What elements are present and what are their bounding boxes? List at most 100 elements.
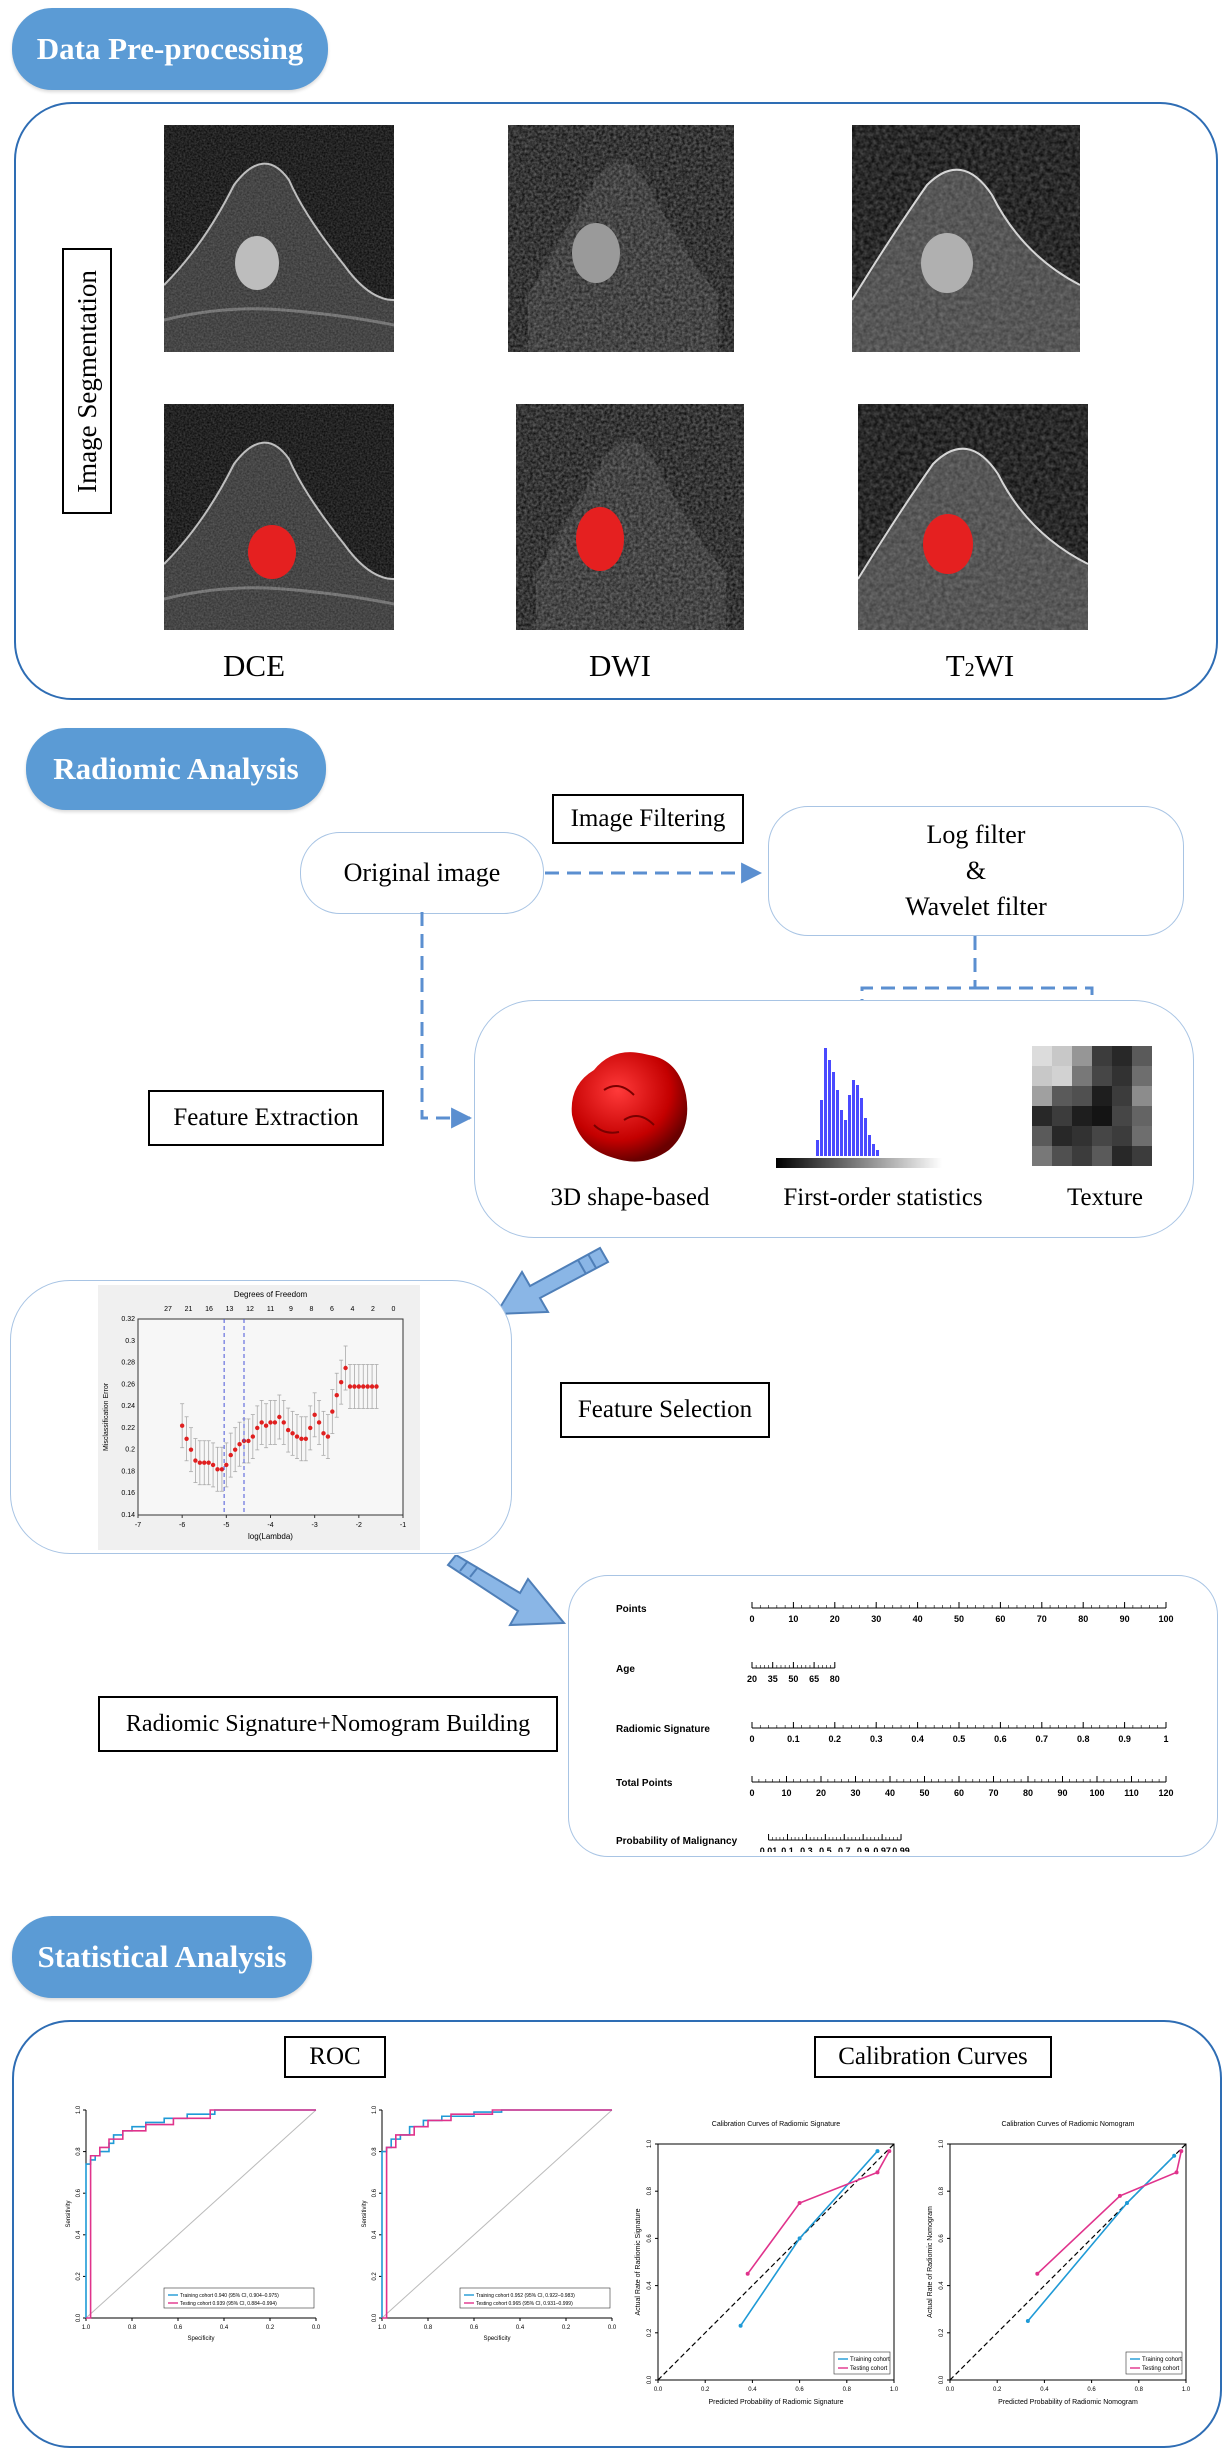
- calibration-point: [875, 2149, 880, 2154]
- texture-cell: [1072, 1146, 1092, 1166]
- nomogram-tick-label: 90: [1057, 1788, 1067, 1798]
- roc-x-tick: 0.6: [470, 2325, 479, 2331]
- roc-x-tick: 1.0: [378, 2325, 387, 2331]
- lasso-point: [255, 1425, 260, 1431]
- calibration-y-tick: 0.4: [647, 2281, 653, 2290]
- calibration-chart-signature: Calibration Curves of Radiomic Signature…: [635, 2121, 899, 2406]
- texture-cell: [1052, 1146, 1072, 1166]
- filter-box: Log filter & Wavelet filter: [768, 806, 1184, 936]
- nomogram-row-label: Points: [616, 1604, 647, 1615]
- calibration-title: Calibration Curves of Radiomic Signature: [712, 2121, 840, 2128]
- lasso-top-tick: 9: [289, 1306, 293, 1313]
- calibration-legend-label: Training cohort: [1142, 2357, 1182, 2363]
- nomogram-tick-label: 50: [954, 1614, 964, 1624]
- calibration-point: [745, 2271, 750, 2276]
- nomogram-tick-label: 0: [749, 1788, 754, 1798]
- nomogram-tick-label: 0.3: [870, 1734, 883, 1744]
- nomogram-tick-label: 120: [1158, 1788, 1173, 1798]
- texture-cell: [1032, 1086, 1052, 1106]
- texture-cell: [1072, 1106, 1092, 1126]
- texture-cell: [1092, 1146, 1112, 1166]
- nomogram-tick-label: 90: [1120, 1614, 1130, 1624]
- lasso-point: [347, 1384, 353, 1389]
- roc-x-tick: 0.0: [608, 2325, 617, 2331]
- roc-y-tick: 0.4: [372, 2230, 378, 2239]
- calibration-x-tick: 0.0: [654, 2387, 663, 2393]
- nomogram-tick-label: 50: [788, 1674, 798, 1684]
- radiomic-flow-arrows: [420, 862, 1103, 1129]
- lasso-point: [343, 1365, 348, 1371]
- lasso-top-tick: 27: [164, 1306, 172, 1313]
- calibration-x-tick: 1.0: [1182, 2387, 1191, 2393]
- lasso-point: [294, 1434, 300, 1439]
- lasso-top-tick: 12: [246, 1306, 254, 1313]
- roc-label-box: ROC: [284, 2036, 386, 2078]
- lasso-point: [179, 1423, 185, 1428]
- roc-legend: Training cohort 0.952 (95% CI, 0.922–0.9…: [459, 2287, 611, 2309]
- nomogram-tick-label: 0.99: [892, 1846, 910, 1852]
- lasso-top-tick: 13: [226, 1306, 234, 1313]
- lasso-top-tick: 4: [351, 1306, 355, 1313]
- lasso-point: [263, 1423, 269, 1428]
- lasso-top-tick: 11: [267, 1306, 274, 1313]
- texture-cell: [1112, 1046, 1132, 1066]
- lasso-top-tick: 16: [205, 1306, 213, 1313]
- nomogram-panel: [568, 1575, 1218, 1857]
- calibration-label-box: Calibration Curves: [814, 2036, 1052, 2078]
- lasso-point: [352, 1384, 357, 1389]
- nomogram-tick-label: 30: [871, 1614, 881, 1624]
- roc-legend-label: Testing cohort 0.939 (95% CI, 0.884–0.99…: [180, 2301, 277, 2307]
- lasso-point: [299, 1436, 304, 1441]
- calibration-y-tick: 0.2: [939, 2328, 945, 2337]
- calibration-point: [797, 2201, 802, 2205]
- roc-y-tick: 0.8: [372, 2147, 378, 2156]
- lasso-point: [188, 1447, 194, 1452]
- nomogram-tick-label: 0.5: [819, 1846, 832, 1852]
- roc-y-tick: 0.2: [76, 2272, 82, 2281]
- filter-line-2: &: [965, 856, 987, 885]
- calibration-ylabel: Actual Rate of Radiomic Signature: [635, 2208, 642, 2315]
- roc-y-tick: 0.8: [76, 2147, 82, 2156]
- calibration-x-tick: 0.0: [946, 2387, 955, 2393]
- nomogram-tick-label: 50: [919, 1788, 929, 1798]
- mri-dce-raw: [164, 125, 394, 352]
- nomogram-row-label: Total Points: [616, 1778, 673, 1789]
- lasso-y-tick: 0.26: [121, 1381, 135, 1388]
- calibration-y-tick: 0.0: [939, 2375, 945, 2384]
- label-dwi: DWI: [589, 648, 651, 683]
- texture-cell: [1092, 1086, 1112, 1106]
- texture-cell: [1072, 1066, 1092, 1086]
- calibration-frame: [657, 2143, 895, 2381]
- calibration-y-tick: 1.0: [939, 2139, 945, 2148]
- lasso-point: [246, 1438, 251, 1444]
- lasso-point: [210, 1462, 216, 1468]
- lasso-top-tick: 8: [310, 1306, 314, 1313]
- roc-x-tick: 0.6: [174, 2325, 183, 2331]
- nomogram-building-box: Radiomic Signature+Nomogram Building: [98, 1696, 558, 1752]
- roc-diagonal: [381, 2109, 613, 2319]
- segmentation-label-box: Image Segmentation: [62, 248, 112, 514]
- feature-type-texture: Texture: [1067, 1184, 1143, 1211]
- texture-cell: [1052, 1126, 1072, 1146]
- nomogram-tick-label: 0.4: [911, 1734, 924, 1744]
- roc-y-tick: 0.6: [372, 2188, 378, 2197]
- nomogram-tick-label: 0.9: [1118, 1734, 1131, 1744]
- big-arrow-to-selection: [494, 1246, 610, 1316]
- lasso-point: [365, 1384, 370, 1389]
- nomogram-tick-label: 0: [749, 1614, 754, 1624]
- roc-legend: Training cohort 0.940 (95% CI, 0.904–0.9…: [163, 2287, 315, 2309]
- lasso-point: [303, 1436, 309, 1441]
- texture-cell: [1072, 1126, 1092, 1146]
- lasso-point: [356, 1384, 362, 1389]
- lasso-point: [272, 1420, 278, 1425]
- lasso-point: [308, 1425, 313, 1431]
- texture-cell: [1132, 1106, 1152, 1126]
- calibration-point: [875, 2170, 880, 2175]
- roc-x-tick: 0.0: [312, 2325, 321, 2331]
- calibration-x-tick: 0.8: [843, 2387, 852, 2393]
- nomogram-tick-label: 0.6: [994, 1734, 1007, 1744]
- calibration-x-tick: 0.2: [701, 2387, 710, 2393]
- texture-cell: [1112, 1086, 1132, 1106]
